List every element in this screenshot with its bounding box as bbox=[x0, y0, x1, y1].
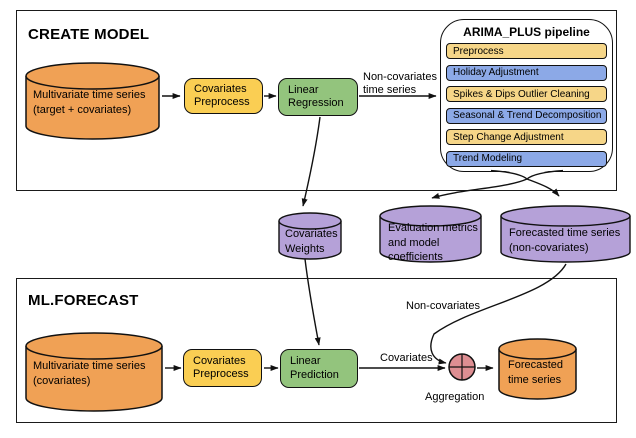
cylinder-shape bbox=[500, 205, 631, 263]
cylinder-label: Forecasted time series bbox=[508, 359, 564, 386]
cylinder-label: Covariates Weights bbox=[285, 228, 338, 255]
cylinder-label: Multivariate time series (covariates) bbox=[33, 360, 146, 387]
pipeline-step: Step Change Adjustment bbox=[446, 129, 607, 145]
cylinder-label: Multivariate time series (target + covar… bbox=[33, 89, 146, 116]
cylinder-forecasted-noncovariates: Forecasted time series (non-covariates) bbox=[500, 205, 631, 263]
covariates-flow-label: Covariates bbox=[380, 352, 433, 364]
pipeline-step: Preprocess bbox=[446, 43, 607, 59]
pipeline-step: Trend Modeling bbox=[446, 150, 607, 167]
cylinder-label: Evaluation metrics and model coefficient… bbox=[388, 222, 478, 263]
cylinder-evaluation-metrics: Evaluation metrics and model coefficient… bbox=[379, 205, 482, 263]
cylinder-covariates-weights: Covariates Weights bbox=[278, 212, 342, 260]
cylinder-multivariate-target-covariates: Multivariate time series (target + covar… bbox=[25, 62, 160, 140]
cylinder-shape bbox=[25, 62, 160, 140]
covariates-preprocess-box-forecast: Covariates Preprocess bbox=[183, 349, 262, 387]
cylinder-shape bbox=[25, 332, 163, 412]
linear-prediction-box: Linear Prediction bbox=[280, 349, 358, 388]
cylinder-forecasted-time-series: Forecasted time series bbox=[498, 338, 577, 400]
linear-regression-box: Linear Regression bbox=[278, 78, 358, 116]
pipeline-step: Seasonal & Trend Decomposition bbox=[446, 107, 607, 124]
ml-forecast-title: ML.FORECAST bbox=[28, 292, 139, 309]
pipeline-step: Holiday Adjustment bbox=[446, 64, 607, 81]
covariates-preprocess-box: Covariates Preprocess bbox=[184, 78, 263, 114]
aggregation-label: Aggregation bbox=[425, 391, 485, 403]
pipeline-step: Spikes & Dips Outlier Cleaning bbox=[446, 86, 607, 102]
arima-plus-pipeline-title: ARIMA_PLUS pipeline bbox=[463, 25, 590, 39]
cylinder-multivariate-covariates: Multivariate time series (covariates) bbox=[25, 332, 163, 413]
cylinder-label: Forecasted time series (non-covariates) bbox=[509, 227, 621, 254]
cylinder-shape bbox=[379, 205, 482, 263]
noncovariates-time-series-label: Non-covariates time series bbox=[363, 71, 437, 96]
create-model-title: CREATE MODEL bbox=[28, 26, 150, 43]
noncovariates-flow-label: Non-covariates bbox=[406, 300, 480, 312]
